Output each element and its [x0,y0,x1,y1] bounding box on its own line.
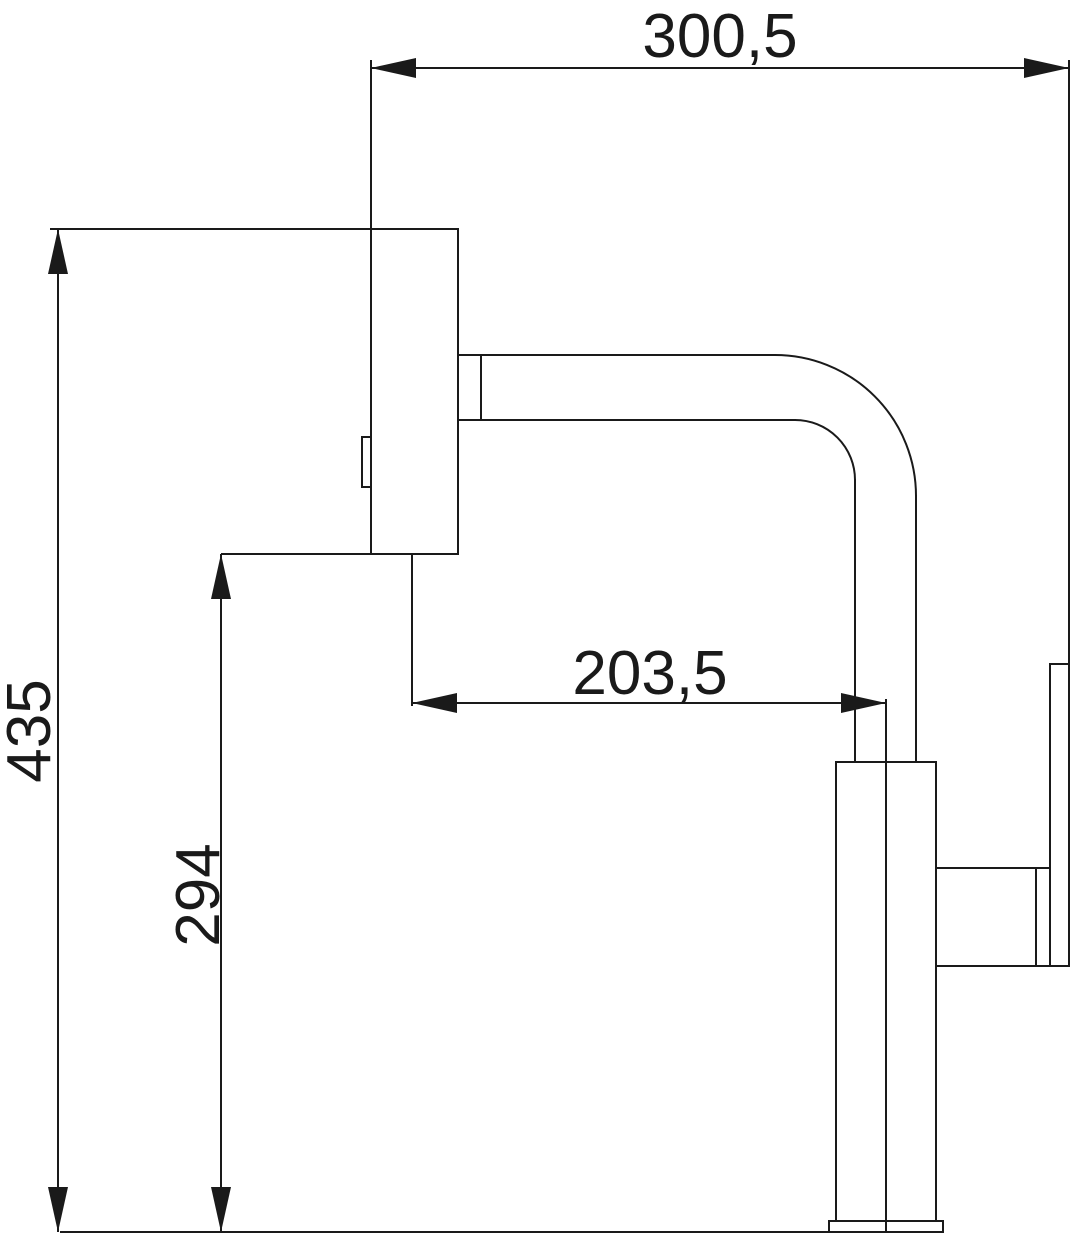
arrow-left-icon [371,58,416,78]
dimension-spout-height: 294 [164,554,233,1232]
dimension-label-overall-width: 300,5 [642,2,797,71]
arrow-right-icon [1024,58,1069,78]
lever-handle [935,663,1070,967]
base-plate [828,1220,944,1233]
spray-toggle-button [361,436,372,488]
faucet-outline [361,228,1070,1233]
dimension-label-overall-height: 435 [0,679,64,782]
arrow-down-icon [211,1187,231,1232]
dimension-spout-reach: 203,5 [412,639,886,713]
dimension-label-spout-reach: 203,5 [572,639,727,708]
arrow-up-icon [48,229,68,274]
spout-head-block [370,228,459,555]
arrow-right-icon [841,693,886,713]
extension-lines [50,60,1070,1233]
arrow-left-icon [412,693,457,713]
dimension-label-spout-height: 294 [164,843,233,946]
spout-neck [457,353,918,763]
dimension-overall-width: 300,5 [371,2,1069,78]
arrow-down-icon [48,1187,68,1232]
arrow-up-icon [211,554,231,599]
dimension-overall-height: 435 [0,229,68,1232]
